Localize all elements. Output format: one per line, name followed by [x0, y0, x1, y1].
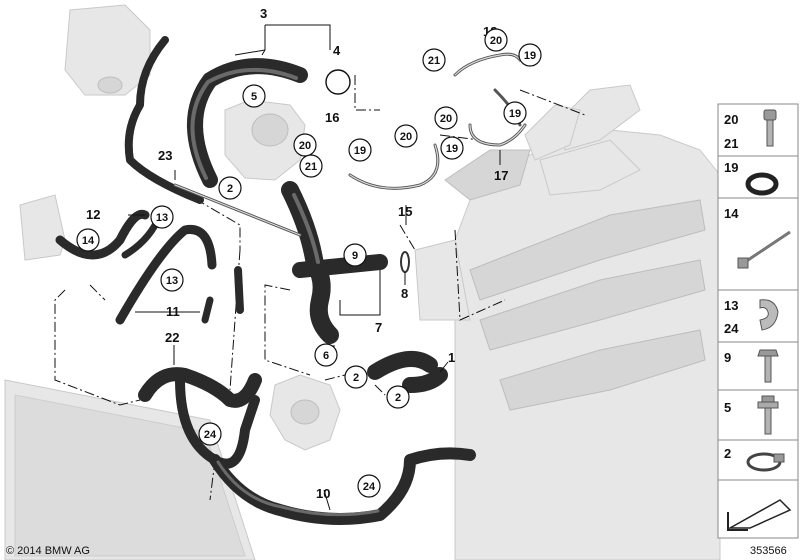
coolant-pump-top: [224, 99, 306, 181]
callout-20d: 20: [484, 28, 508, 52]
circled-callouts: 5 2 20 19 21 20 19 20 19 20 19 21 13 14 …: [76, 28, 542, 498]
hose-part-3: [187, 58, 308, 188]
svg-text:2: 2: [395, 392, 401, 404]
label-16: 16: [325, 110, 339, 125]
callout-2a: 2: [218, 176, 242, 200]
legend-13: 13: [724, 298, 738, 313]
coolant-pump-bottom: [269, 374, 341, 451]
bolt-icon: [757, 349, 779, 383]
label-4: 4: [333, 43, 341, 58]
pipe-part-17: [468, 123, 527, 147]
diagram-number: 353566: [750, 545, 787, 557]
pipe-part-15: [348, 143, 440, 190]
callout-24a: 24: [198, 422, 222, 446]
arrow-icon: [727, 499, 792, 531]
svg-text:20: 20: [490, 35, 502, 47]
svg-text:21: 21: [428, 55, 440, 67]
svg-text:2: 2: [353, 372, 359, 384]
callout-20b: 20: [394, 124, 418, 148]
legend-14: 14: [724, 206, 739, 221]
label-10: 10: [316, 486, 330, 501]
svg-text:19: 19: [446, 143, 458, 155]
label-22: 22: [165, 330, 179, 345]
hose-part-10: [209, 447, 476, 525]
screw-icon: [763, 109, 777, 147]
svg-text:14: 14: [82, 235, 95, 247]
hose-clamp-icon: [746, 452, 785, 472]
callout-2b: 2: [344, 365, 368, 389]
legend-9: 9: [724, 350, 731, 365]
callout-19d: 19: [518, 43, 542, 67]
label-11: 11: [166, 304, 180, 319]
callout-20c: 20: [434, 106, 458, 130]
copyright-text: © 2014 BMW AG: [6, 545, 90, 557]
label-3: 3: [260, 6, 267, 21]
legend-24: 24: [724, 321, 739, 336]
callout-19a: 19: [348, 138, 372, 162]
svg-text:9: 9: [352, 250, 358, 262]
callout-9: 9: [343, 243, 367, 267]
callout-13b: 13: [160, 268, 184, 292]
callout-6: 6: [314, 343, 338, 367]
part-number-labels: 3 4 18 16 23 17 15 12 8 11 7 22 1 10: [86, 6, 508, 501]
hose-part-23: [124, 36, 302, 237]
svg-text:20: 20: [440, 113, 452, 125]
callout-13a: 13: [150, 205, 174, 229]
label-8: 8: [401, 286, 408, 301]
cable-tie-icon: [737, 230, 791, 269]
clip-icon: [759, 299, 779, 331]
callout-14: 14: [76, 228, 100, 252]
callout-5: 5: [242, 84, 266, 108]
callout-24b: 24: [357, 474, 381, 498]
svg-text:24: 24: [363, 481, 376, 493]
svg-text:21: 21: [305, 161, 317, 173]
hose-part-7: [281, 181, 388, 344]
seal-ring-icon: [745, 172, 779, 196]
svg-text:19: 19: [524, 50, 536, 62]
svg-text:6: 6: [323, 350, 329, 362]
heat-exchanger: [19, 194, 66, 261]
callout-20a: 20: [293, 133, 317, 157]
legend-19: 19: [724, 160, 738, 175]
expansion-tank: [64, 4, 151, 96]
callout-2c: 2: [386, 385, 410, 409]
callout-19c: 19: [503, 101, 527, 125]
label-15: 15: [398, 204, 412, 219]
label-12: 12: [86, 207, 100, 222]
exhaust-manifold: [444, 84, 641, 201]
hose-part-11: [115, 224, 244, 325]
legend-20: 20: [724, 112, 738, 127]
callout-19b: 19: [440, 136, 464, 160]
legend-5: 5: [724, 400, 731, 415]
svg-text:19: 19: [509, 108, 521, 120]
seal-part-8: [400, 251, 410, 273]
svg-text:20: 20: [299, 140, 311, 152]
svg-text:2: 2: [227, 183, 233, 195]
label-17: 17: [494, 168, 508, 183]
svg-text:13: 13: [156, 212, 168, 224]
label-7: 7: [375, 320, 382, 335]
callout-21a: 21: [299, 154, 323, 178]
stud-bolt-icon: [757, 395, 779, 435]
hose-part-1: [367, 350, 448, 393]
svg-text:24: 24: [204, 429, 217, 441]
callout-21b: 21: [422, 48, 446, 72]
svg-text:13: 13: [166, 275, 178, 287]
legend-2: 2: [724, 446, 731, 461]
hose-part-12: [55, 209, 164, 260]
svg-text:20: 20: [400, 131, 412, 143]
label-23: 23: [158, 148, 172, 163]
small-parts-legend: 20 21 19 14 13 24 9 5 2: [717, 103, 799, 539]
legend-21: 21: [724, 136, 738, 151]
seal-part-4: [325, 69, 351, 95]
svg-text:5: 5: [251, 91, 257, 103]
svg-text:19: 19: [354, 145, 366, 157]
engine-block: [414, 129, 721, 560]
label-1: 1: [448, 350, 455, 365]
